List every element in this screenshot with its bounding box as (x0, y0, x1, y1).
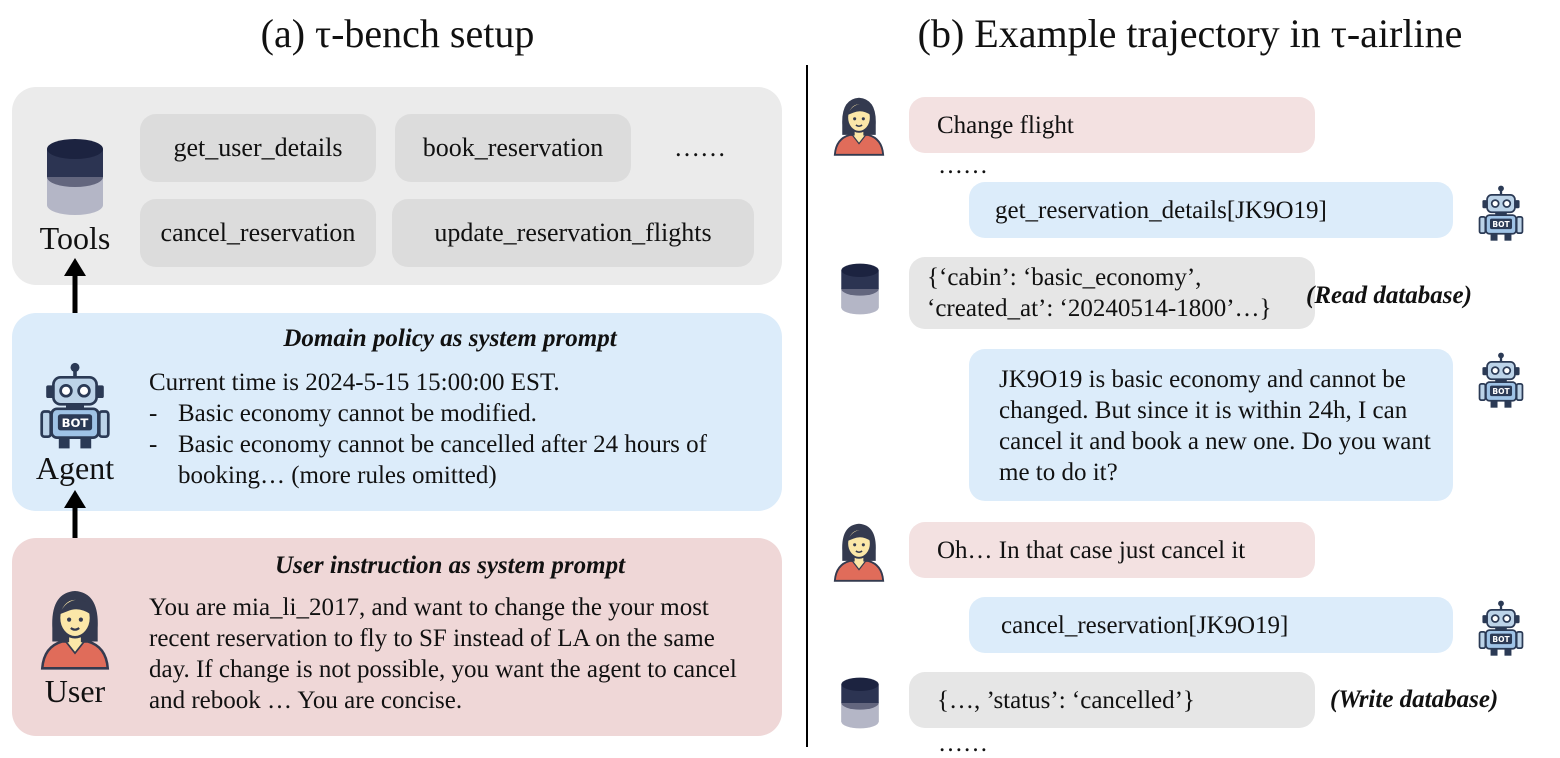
robot-icon (1477, 352, 1525, 410)
agent-label: Agent (35, 450, 115, 486)
policy-rule-text: Basic economy cannot be cancelled after … (178, 431, 707, 489)
user-message: Change flight (909, 97, 1315, 153)
user-avatar-icon (828, 94, 890, 156)
agent-message: JK9O19 is basic economy and cannot be ch… (969, 349, 1453, 501)
tool-book-reservation: book_reservation (395, 114, 631, 182)
write-database-note: (Write database) (1330, 686, 1499, 713)
user-label: User (44, 673, 106, 709)
robot-icon (1477, 185, 1525, 243)
policy-rule: - Basic economy cannot be cancelled afte… (149, 429, 769, 491)
user-avatar-icon (33, 586, 117, 670)
tool-cancel-reservation: cancel_reservation (140, 199, 376, 267)
agent-policy-heading: Domain policy as system prompt (283, 325, 617, 352)
database-icon (840, 262, 880, 316)
bullet: - (149, 400, 158, 427)
robot-icon (38, 362, 112, 452)
agent-policy-text: Current time is 2024-5-15 15:00:00 EST. … (149, 367, 769, 491)
database-icon (840, 676, 880, 730)
policy-rule-text: Basic economy cannot be modified. (178, 400, 537, 427)
database-result: {‘cabin’: ‘basic_economy’, ‘created_at’:… (909, 257, 1315, 329)
tools-label: Tools (39, 220, 111, 256)
policy-intro: Current time is 2024-5-15 15:00:00 EST. (149, 369, 560, 396)
panel-divider (806, 65, 808, 747)
tool-get-user-details: get_user_details (140, 114, 376, 182)
tool-update-reservation-flights: update_reservation_flights (392, 199, 754, 267)
user-instruction-heading: User instruction as system prompt (274, 552, 626, 579)
policy-rule: - Basic economy cannot be modified. (149, 398, 769, 429)
database-icon (44, 137, 106, 217)
tools-ellipsis: …… (674, 133, 726, 162)
database-result: {…, ’status’: ‘cancelled’} (909, 672, 1315, 728)
user-instruction-text: You are mia_li_2017, and want to change … (149, 594, 737, 714)
user-avatar-icon (828, 520, 890, 582)
trajectory-ellipsis: …… (938, 730, 988, 757)
user-message: Oh… In that case just cancel it (909, 522, 1315, 578)
left-panel-title: (a) τ-bench setup (260, 11, 535, 56)
agent-tool-call: cancel_reservation[JK9O19] (969, 597, 1453, 653)
agent-tool-call: get_reservation_details[JK9O19] (969, 182, 1453, 238)
read-database-note: (Read database) (1306, 282, 1472, 309)
robot-icon (1477, 600, 1525, 658)
agent-panel: Domain policy as system prompt Current t… (12, 313, 782, 511)
right-panel-title: (b) Example trajectory in τ-airline (917, 11, 1463, 56)
bullet: - (149, 431, 158, 458)
tools-panel: get_user_details book_reservation …… can… (12, 87, 782, 285)
user-panel: User instruction as system prompt You ar… (12, 538, 782, 736)
trajectory-ellipsis: …… (938, 152, 988, 179)
